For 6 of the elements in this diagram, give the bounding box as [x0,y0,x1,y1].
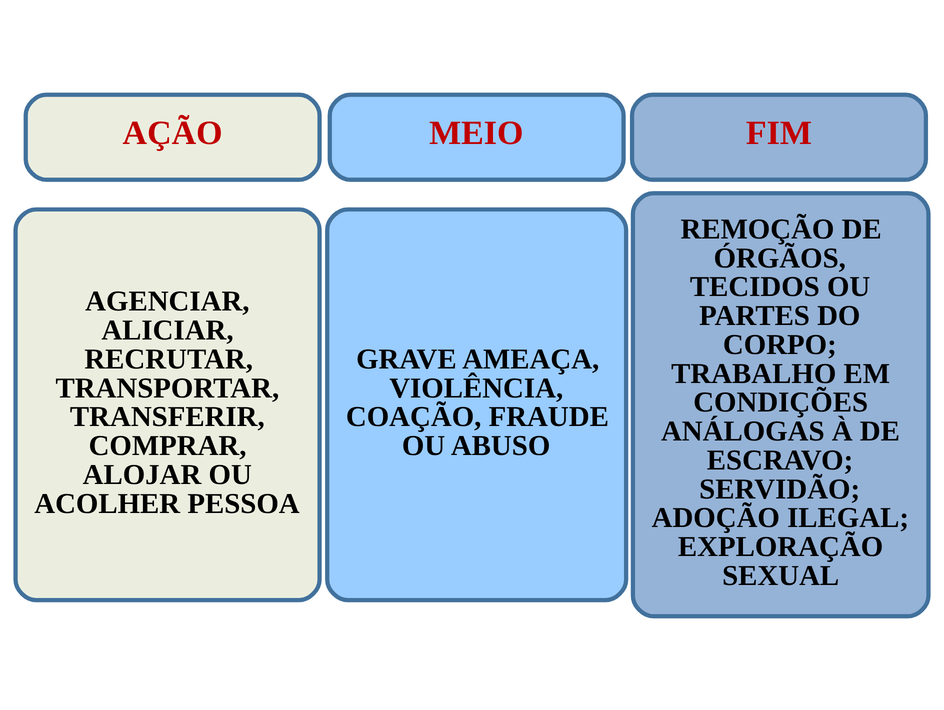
node-box: AGENCIAR, ALICIAR, RECRUTAR, TRANSPORTAR, TRANSFERIR, COMPRAR, ALOJAR OU ACOLHER PESSOA [13,206,322,602]
node-box: REMOÇÃO DE ÓRGÃOS, TECIDOS OU PARTES DO CORPO; TRABALHO EM CONDIÇÕES ANÁLOGAS À DE ESCRAVO; SERVIDÃO; ADOÇÃO ILEGAL; EXPLORAÇÃO SEXUAL [630,190,931,618]
node-box: FIM [630,92,928,182]
node-box: AÇÃO [24,92,322,182]
node-box: MEIO [328,92,626,182]
node-box: GRAVE AMEAÇA, VIOLÊNCIA, COAÇÃO, FRAUDE OU ABUSO [325,206,628,602]
